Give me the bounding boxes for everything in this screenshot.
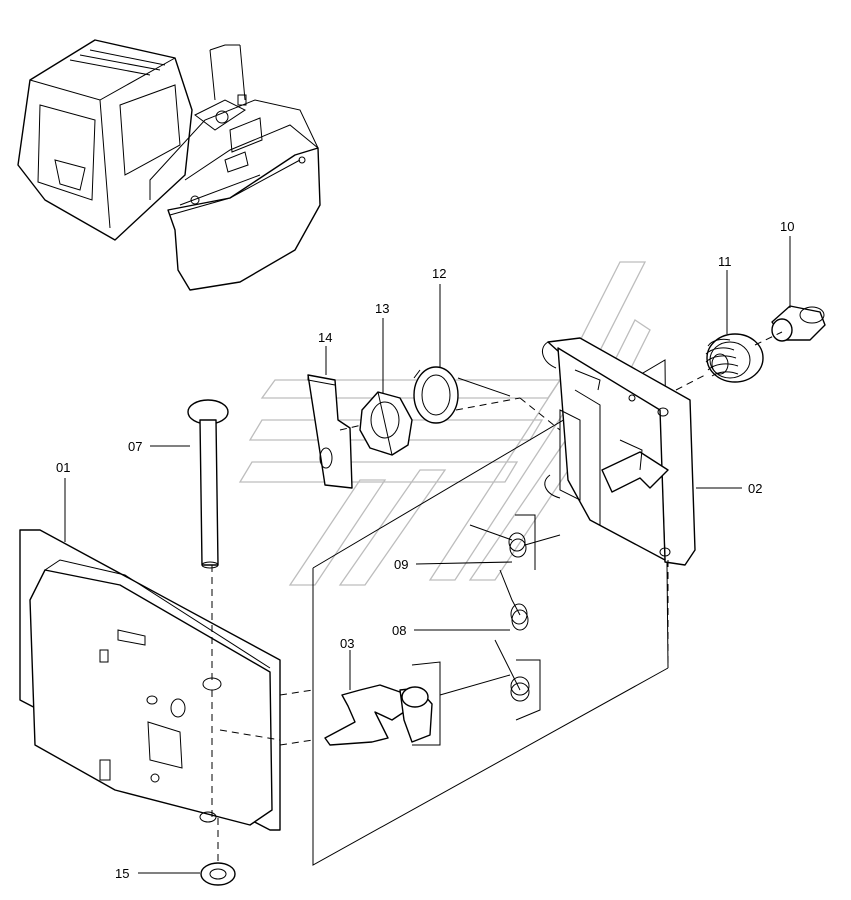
part-02-bracket — [541, 337, 696, 566]
part-12-ring — [413, 366, 459, 424]
part-14-plate — [307, 374, 353, 489]
callout-14: 14 — [318, 330, 332, 345]
callout-03: 03 — [340, 636, 354, 651]
callout-labels: 01 02 03 07 08 09 10 11 12 13 14 15 — [56, 219, 794, 881]
callout-09: 09 — [394, 557, 408, 572]
excavator-overview-illustration — [17, 39, 321, 291]
part-10-pin — [771, 305, 826, 342]
callout-11: 11 — [718, 254, 732, 269]
part-13-nut — [359, 391, 413, 456]
leader-lines — [64, 236, 791, 874]
part-11-bushing — [705, 333, 764, 383]
callout-07: 07 — [128, 439, 142, 454]
callout-13: 13 — [375, 301, 389, 316]
part-03-latch — [324, 661, 441, 746]
part-08-spring — [439, 569, 541, 721]
assembly-lines — [312, 359, 669, 866]
part-07-bolt — [187, 399, 229, 569]
hidden-lines — [211, 331, 783, 866]
callout-12: 12 — [432, 266, 446, 281]
part-15-clip — [200, 862, 236, 886]
callout-01: 01 — [56, 460, 70, 475]
part-01-cover — [19, 529, 281, 831]
part-09-spring — [469, 514, 561, 570]
callout-10: 10 — [780, 219, 794, 234]
callout-02: 02 — [748, 481, 762, 496]
callout-08: 08 — [392, 623, 406, 638]
callout-15: 15 — [115, 866, 129, 881]
